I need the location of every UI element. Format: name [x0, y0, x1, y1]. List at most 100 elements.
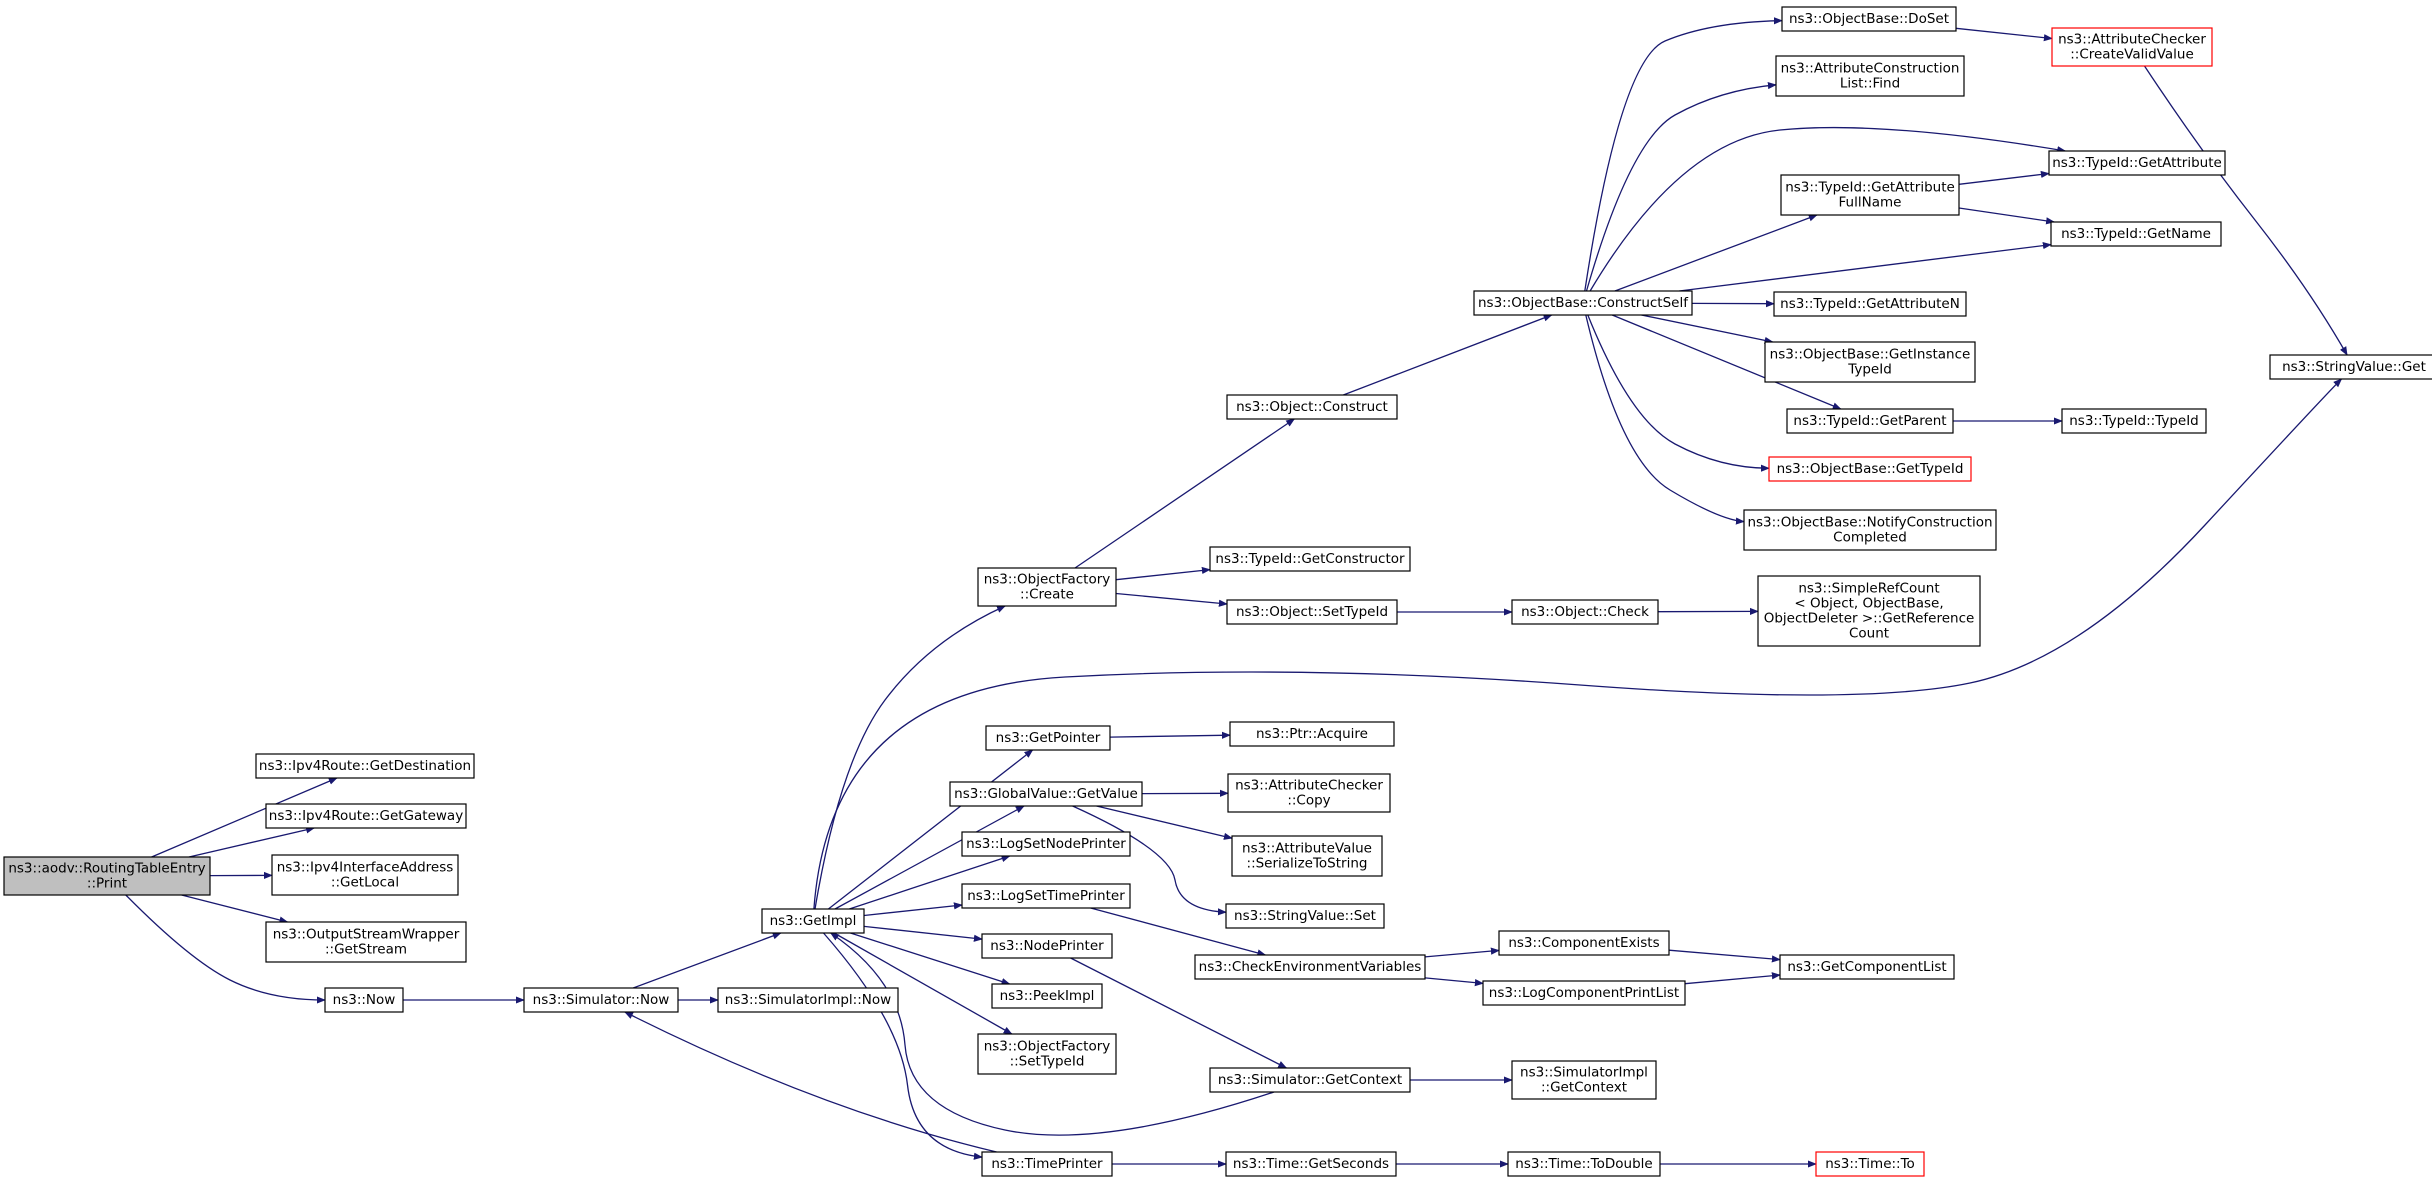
node-label: ns3::aodv::RoutingTableEntry	[8, 861, 205, 877]
call-edge-getImpl-to-ofSetTypeId	[833, 932, 1013, 1035]
node-box	[1194, 954, 1426, 980]
node-box	[1815, 1151, 1925, 1177]
node-constructSelf[interactable]: ns3::ObjectBase::ConstructSelf	[1473, 290, 1693, 316]
node-label: ns3::StringValue::Set	[1234, 908, 1376, 924]
node-getConstructor[interactable]: ns3::TypeId::GetConstructor	[1209, 546, 1411, 572]
node-svSet[interactable]: ns3::StringValue::Set	[1225, 903, 1385, 929]
node-label: ::CreateValidValue	[2070, 47, 2194, 63]
call-edge-getImpl-to-nodePrinter	[863, 925, 983, 942]
node-box	[1498, 930, 1670, 956]
node-box	[1209, 546, 1411, 572]
node-ptrAcquire[interactable]: ns3::Ptr::Acquire	[1229, 721, 1395, 747]
node-label: < Object, ObjectBase,	[1794, 596, 1943, 612]
node-label: ns3::GetImpl	[770, 913, 857, 929]
node-label: ns3::Now	[333, 992, 396, 1008]
node-obGetTypeId[interactable]: ns3::ObjectBase::GetTypeId	[1768, 456, 1972, 482]
node-objSetTypeId[interactable]: ns3::Object::SetTypeId	[1226, 599, 1398, 625]
node-box	[2051, 27, 2213, 67]
call-edge-ofCreate-to-objSetTypeId	[1115, 592, 1228, 607]
node-simNow[interactable]: ns3::Simulator::Now	[523, 987, 679, 1013]
node-label: ns3::Simulator::GetContext	[1218, 1072, 1402, 1088]
node-createValidValue[interactable]: ns3::AttributeChecker::CreateValidValue	[2051, 27, 2213, 67]
call-edge-getImpl-to-logSetNodePrinter	[849, 855, 1011, 910]
node-box	[1786, 408, 1954, 434]
node-ofSetTypeId[interactable]: ns3::ObjectFactory::SetTypeId	[977, 1033, 1117, 1075]
node-logSetTimePrinter[interactable]: ns3::LogSetTimePrinter	[961, 883, 1131, 909]
node-box	[1757, 575, 1981, 647]
node-getStream[interactable]: ns3::OutputStreamWrapper::GetStream	[265, 921, 467, 963]
node-acCopy[interactable]: ns3::AttributeChecker::Copy	[1227, 773, 1391, 813]
node-doSet[interactable]: ns3::ObjectBase::DoSet	[1781, 6, 1957, 32]
node-getComponentList[interactable]: ns3::GetComponentList	[1779, 954, 1955, 980]
node-label: ns3::TypeId::GetParent	[1793, 413, 1946, 429]
node-now[interactable]: ns3::Now	[324, 987, 404, 1013]
node-box	[2061, 408, 2207, 434]
node-getGateway[interactable]: ns3::Ipv4Route::GetGateway	[265, 803, 467, 829]
node-timePrinter[interactable]: ns3::TimePrinter	[981, 1151, 1113, 1177]
node-getAttribute[interactable]: ns3::TypeId::GetAttribute	[2048, 150, 2226, 176]
node-label: ns3::LogSetNodePrinter	[966, 836, 1126, 852]
node-simImplGetContext[interactable]: ns3::SimulatorImpl::GetContext	[1511, 1060, 1657, 1100]
node-box	[1473, 290, 1693, 316]
node-print[interactable]: ns3::aodv::RoutingTableEntry::Print	[3, 856, 211, 896]
node-timeToDouble[interactable]: ns3::Time::ToDouble	[1507, 1151, 1661, 1177]
call-edge-getImpl-to-logSetTimePrinter	[863, 902, 963, 917]
node-box	[1511, 1060, 1657, 1100]
node-typeIdTypeId[interactable]: ns3::TypeId::TypeId	[2061, 408, 2207, 434]
node-box	[1775, 55, 1965, 97]
node-timeGetSeconds[interactable]: ns3::Time::GetSeconds	[1225, 1151, 1397, 1177]
call-edge-logComponentPrintList-to-getComponentList	[1684, 972, 1781, 985]
node-logSetNodePrinter[interactable]: ns3::LogSetNodePrinter	[961, 831, 1131, 857]
node-objConstruct[interactable]: ns3::Object::Construct	[1226, 394, 1398, 420]
node-nodePrinter[interactable]: ns3::NodePrinter	[981, 933, 1113, 959]
call-edge-objConstruct-to-constructSelf	[1343, 314, 1553, 396]
node-ofCreate[interactable]: ns3::ObjectFactory::Create	[977, 567, 1117, 607]
node-label: ObjectDeleter >::GetReference	[1764, 611, 1975, 627]
node-simImplNow[interactable]: ns3::SimulatorImpl::Now	[717, 987, 899, 1013]
node-getParent[interactable]: ns3::TypeId::GetParent	[1786, 408, 1954, 434]
node-checkEnv[interactable]: ns3::CheckEnvironmentVariables	[1194, 954, 1426, 980]
call-edge-getImpl-to-ofCreate	[814, 605, 1006, 910]
node-svGet[interactable]: ns3::StringValue::Get	[2269, 354, 2432, 380]
node-label: ns3::OutputStreamWrapper	[273, 927, 460, 943]
node-label: ns3::Object::Construct	[1236, 399, 1388, 415]
node-label: ns3::Object::Check	[1521, 604, 1649, 620]
node-label: ns3::ObjectBase::DoSet	[1789, 11, 1949, 27]
call-edge-simNow-to-getImpl	[632, 932, 782, 989]
call-edge-constructSelf-to-getAttrFullName	[1614, 214, 1818, 292]
node-label: List::Find	[1840, 76, 1900, 92]
node-avSerialize[interactable]: ns3::AttributeValue::SerializeToString	[1231, 835, 1383, 877]
node-logComponentPrintList[interactable]: ns3::LogComponentPrintList	[1482, 980, 1686, 1006]
node-label: ns3::ObjectBase::GetTypeId	[1777, 461, 1964, 477]
node-getImpl[interactable]: ns3::GetImpl	[761, 908, 865, 934]
node-getAttributeN[interactable]: ns3::TypeId::GetAttributeN	[1773, 291, 1967, 317]
node-box	[1226, 394, 1398, 420]
node-timeTo[interactable]: ns3::Time::To	[1815, 1151, 1925, 1177]
node-box	[717, 987, 899, 1013]
node-box	[523, 987, 679, 1013]
node-getPointer[interactable]: ns3::GetPointer	[985, 725, 1111, 751]
node-label: Count	[1849, 626, 1889, 642]
node-label: ns3::AttributeValue	[1242, 841, 1372, 857]
node-peekImpl[interactable]: ns3::PeekImpl	[991, 983, 1103, 1009]
node-box	[981, 1151, 1113, 1177]
node-label: ns3::Time::To	[1825, 1156, 1915, 1172]
node-label: ns3::TimePrinter	[991, 1156, 1103, 1172]
node-label: ns3::ObjectBase::GetInstance	[1770, 347, 1971, 363]
node-getLocal[interactable]: ns3::Ipv4InterfaceAddress::GetLocal	[271, 854, 459, 896]
node-simpleRefCount[interactable]: ns3::SimpleRefCount< Object, ObjectBase,…	[1757, 575, 1981, 647]
node-box	[324, 987, 404, 1013]
node-gvGetValue[interactable]: ns3::GlobalValue::GetValue	[949, 781, 1143, 807]
call-edge-checkEnv-to-logComponentPrintList	[1424, 977, 1484, 987]
node-getName[interactable]: ns3::TypeId::GetName	[2050, 221, 2222, 247]
node-simGetContext[interactable]: ns3::Simulator::GetContext	[1209, 1067, 1411, 1093]
node-componentExists[interactable]: ns3::ComponentExists	[1498, 930, 1670, 956]
call-edge-constructSelf-to-obGetTypeId	[1587, 314, 1770, 472]
node-label: ns3::ComponentExists	[1508, 935, 1659, 951]
node-notifyConstruction[interactable]: ns3::ObjectBase::NotifyConstructionCompl…	[1743, 509, 1997, 551]
node-objCheck[interactable]: ns3::Object::Check	[1511, 599, 1659, 625]
node-getDestination[interactable]: ns3::Ipv4Route::GetDestination	[255, 753, 475, 779]
